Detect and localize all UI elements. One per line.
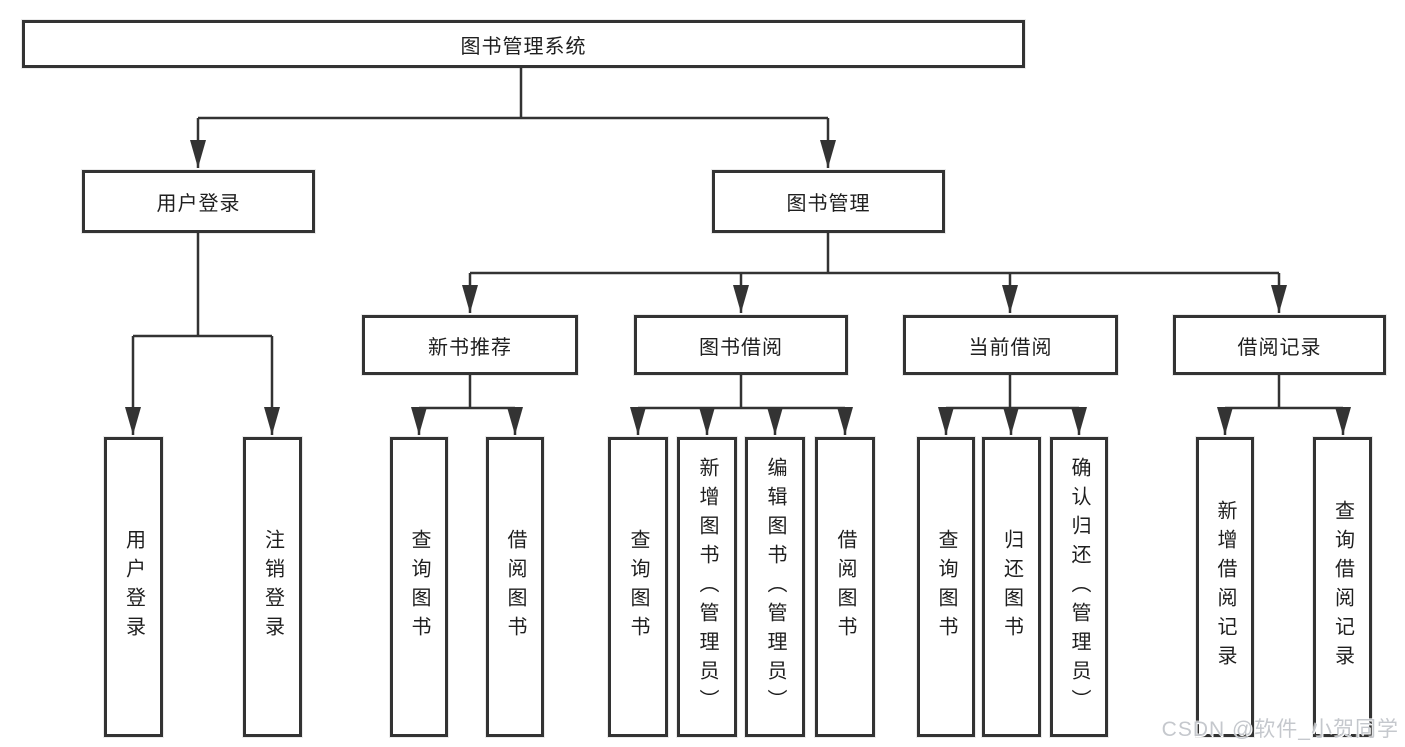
leaf-query-books-borrow: 查询图书	[608, 437, 668, 737]
node-label: 注销登录	[261, 529, 284, 645]
node-root-system: 图书管理系统	[22, 20, 1025, 68]
leaf-query-borrow-record: 查询借阅记录	[1313, 437, 1372, 737]
leaf-add-books-admin: 新增图书（管理员）	[677, 437, 737, 737]
node-current-borrow: 当前借阅	[903, 315, 1118, 375]
node-label: 借阅图书	[504, 529, 526, 645]
leaf-confirm-return-admin: 确认归还（管理员）	[1050, 437, 1108, 737]
node-user-login-group: 用户登录	[82, 170, 315, 233]
node-label: 借阅记录	[1237, 336, 1322, 359]
node-label: 查询借阅记录	[1331, 500, 1354, 674]
leaf-return-books: 归还图书	[982, 437, 1041, 737]
leaf-edit-books-admin: 编辑图书（管理员）	[745, 437, 805, 737]
node-label: 当前借阅	[968, 336, 1053, 359]
node-borrow-records: 借阅记录	[1173, 315, 1386, 375]
node-book-management-group: 图书管理	[712, 170, 945, 233]
node-label: 用户登录	[156, 193, 241, 215]
node-label: 新增借阅记录	[1214, 500, 1236, 674]
node-label: 查询图书	[408, 529, 430, 645]
node-label: 用户登录	[122, 529, 145, 645]
node-label: 归还图书	[1000, 529, 1023, 645]
leaf-add-borrow-record: 新增借阅记录	[1196, 437, 1254, 737]
node-new-book-recommend: 新书推荐	[362, 315, 578, 375]
leaf-borrow-books: 借阅图书	[815, 437, 875, 737]
node-label: 查询图书	[627, 529, 649, 645]
node-label: 新书推荐	[428, 336, 512, 359]
leaf-query-books-recommend: 查询图书	[390, 437, 448, 737]
node-book-borrow: 图书借阅	[634, 315, 848, 375]
node-label: 查询图书	[935, 529, 957, 645]
leaf-user-login: 用户登录	[104, 437, 163, 737]
node-label: 编辑图书（管理员）	[764, 456, 786, 718]
node-label: 图书借阅	[699, 336, 783, 359]
leaf-query-books-current: 查询图书	[917, 437, 975, 737]
node-label: 新增图书（管理员）	[696, 456, 718, 718]
node-label: 借阅图书	[834, 529, 856, 645]
node-label: 确认归还（管理员）	[1068, 456, 1090, 718]
leaf-logout: 注销登录	[243, 437, 302, 737]
csdn-watermark: CSDN @软件_小贺同学	[1161, 718, 1399, 741]
node-label: 图书管理	[786, 193, 871, 215]
node-label: 图书管理系统	[460, 35, 587, 58]
leaf-borrow-books-recommend: 借阅图书	[486, 437, 544, 737]
